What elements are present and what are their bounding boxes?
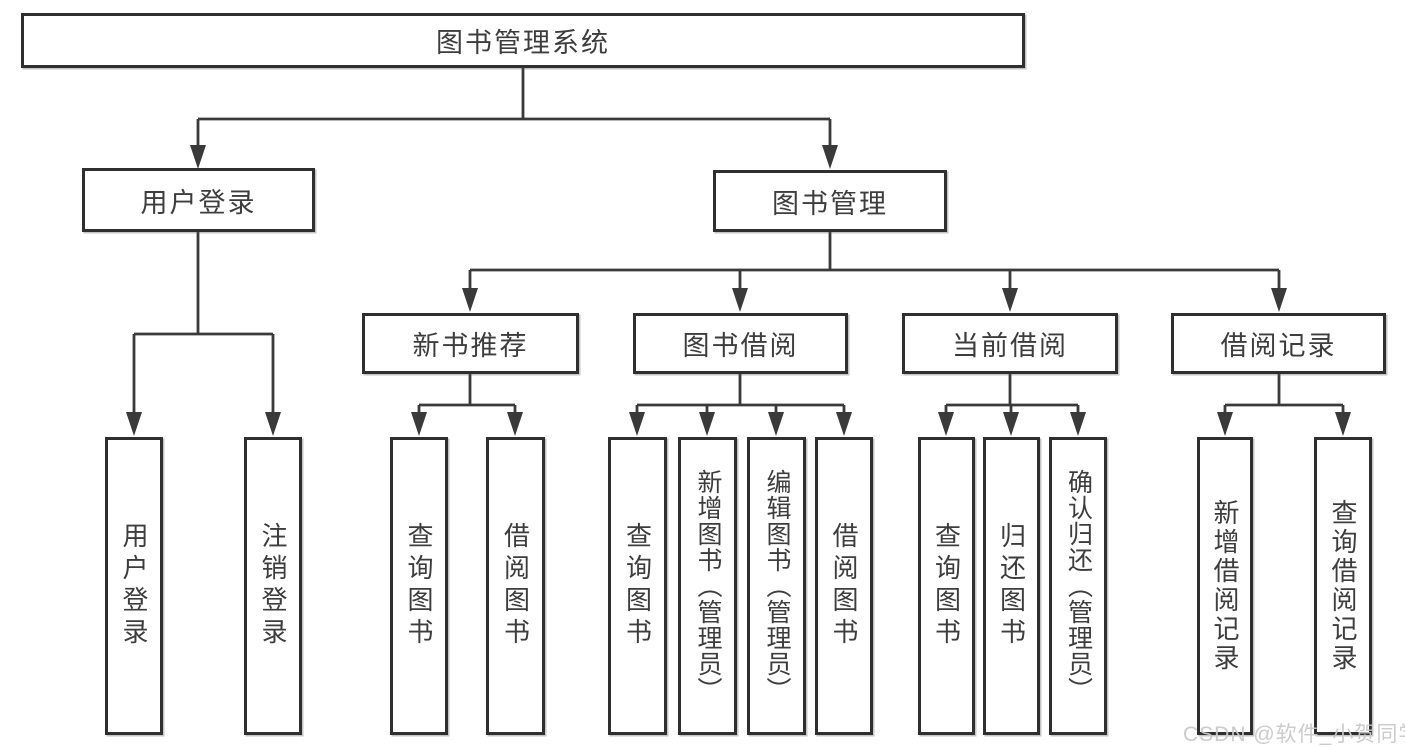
node-new-book-rec-label: 新书推荐 [412, 331, 529, 361]
node-user-login-label: 用户登录 [140, 187, 257, 218]
leaf-br-add-record: 新增借阅记录 [1197, 437, 1253, 735]
leaf-nbr-borrow-book: 借阅图书 [486, 437, 545, 735]
leaf-bb-query-book-label: 查询图书 [622, 522, 653, 650]
node-book-mgmt-label: 图书管理 [772, 188, 888, 219]
node-user-login: 用户登录 [82, 168, 315, 232]
leaf-cb-confirm-return: 确认归还（管理员） [1049, 437, 1107, 735]
node-root-label: 图书管理系统 [436, 28, 610, 58]
leaf-nbr-query-book-label: 查询图书 [404, 522, 434, 650]
node-current-borrow: 当前借阅 [902, 313, 1118, 374]
node-root: 图书管理系统 [21, 13, 1025, 68]
leaf-bb-borrow-book: 借阅图书 [815, 437, 873, 735]
node-borrow-records-label: 借阅记录 [1220, 331, 1337, 361]
leaf-cb-return-book: 归还图书 [983, 437, 1040, 735]
leaf-logout: 注销登录 [244, 437, 302, 735]
node-current-borrow-label: 当前借阅 [952, 331, 1068, 361]
leaf-bb-query-book: 查询图书 [608, 437, 667, 735]
leaf-bb-edit-book-label: 编辑图书（管理员） [763, 469, 791, 703]
leaf-cb-confirm-return-label: 确认归还（管理员） [1064, 469, 1093, 703]
leaf-user-login: 用户登录 [105, 437, 163, 735]
leaf-logout-label: 注销登录 [258, 522, 288, 650]
node-book-mgmt: 图书管理 [713, 170, 947, 232]
leaf-br-add-record-label: 新增借阅记录 [1210, 499, 1240, 673]
csdn-watermark: CSDN @软件_小贺同学 [1183, 723, 1405, 746]
leaf-bb-add-book-label: 新增图书（管理员） [694, 469, 722, 703]
node-borrow-records: 借阅记录 [1171, 313, 1386, 374]
leaf-cb-query-book: 查询图书 [918, 437, 975, 735]
leaf-bb-borrow-book-label: 借阅图书 [829, 522, 859, 650]
leaf-br-query-record-label: 查询借阅记录 [1328, 499, 1358, 673]
node-new-book-rec: 新书推荐 [362, 313, 579, 374]
leaf-bb-edit-book: 编辑图书（管理员） [747, 437, 806, 735]
node-book-borrow-label: 图书借阅 [682, 331, 799, 361]
leaf-br-query-record: 查询借阅记录 [1314, 437, 1372, 735]
node-book-borrow: 图书借阅 [633, 313, 848, 374]
leaf-nbr-borrow-book-label: 借阅图书 [500, 522, 531, 650]
leaf-nbr-query-book: 查询图书 [390, 437, 448, 735]
leaf-user-login-label: 用户登录 [119, 522, 149, 650]
leaf-cb-query-book-label: 查询图书 [931, 522, 962, 650]
leaf-cb-return-book-label: 归还图书 [996, 522, 1027, 650]
leaf-bb-add-book: 新增图书（管理员） [678, 437, 737, 735]
